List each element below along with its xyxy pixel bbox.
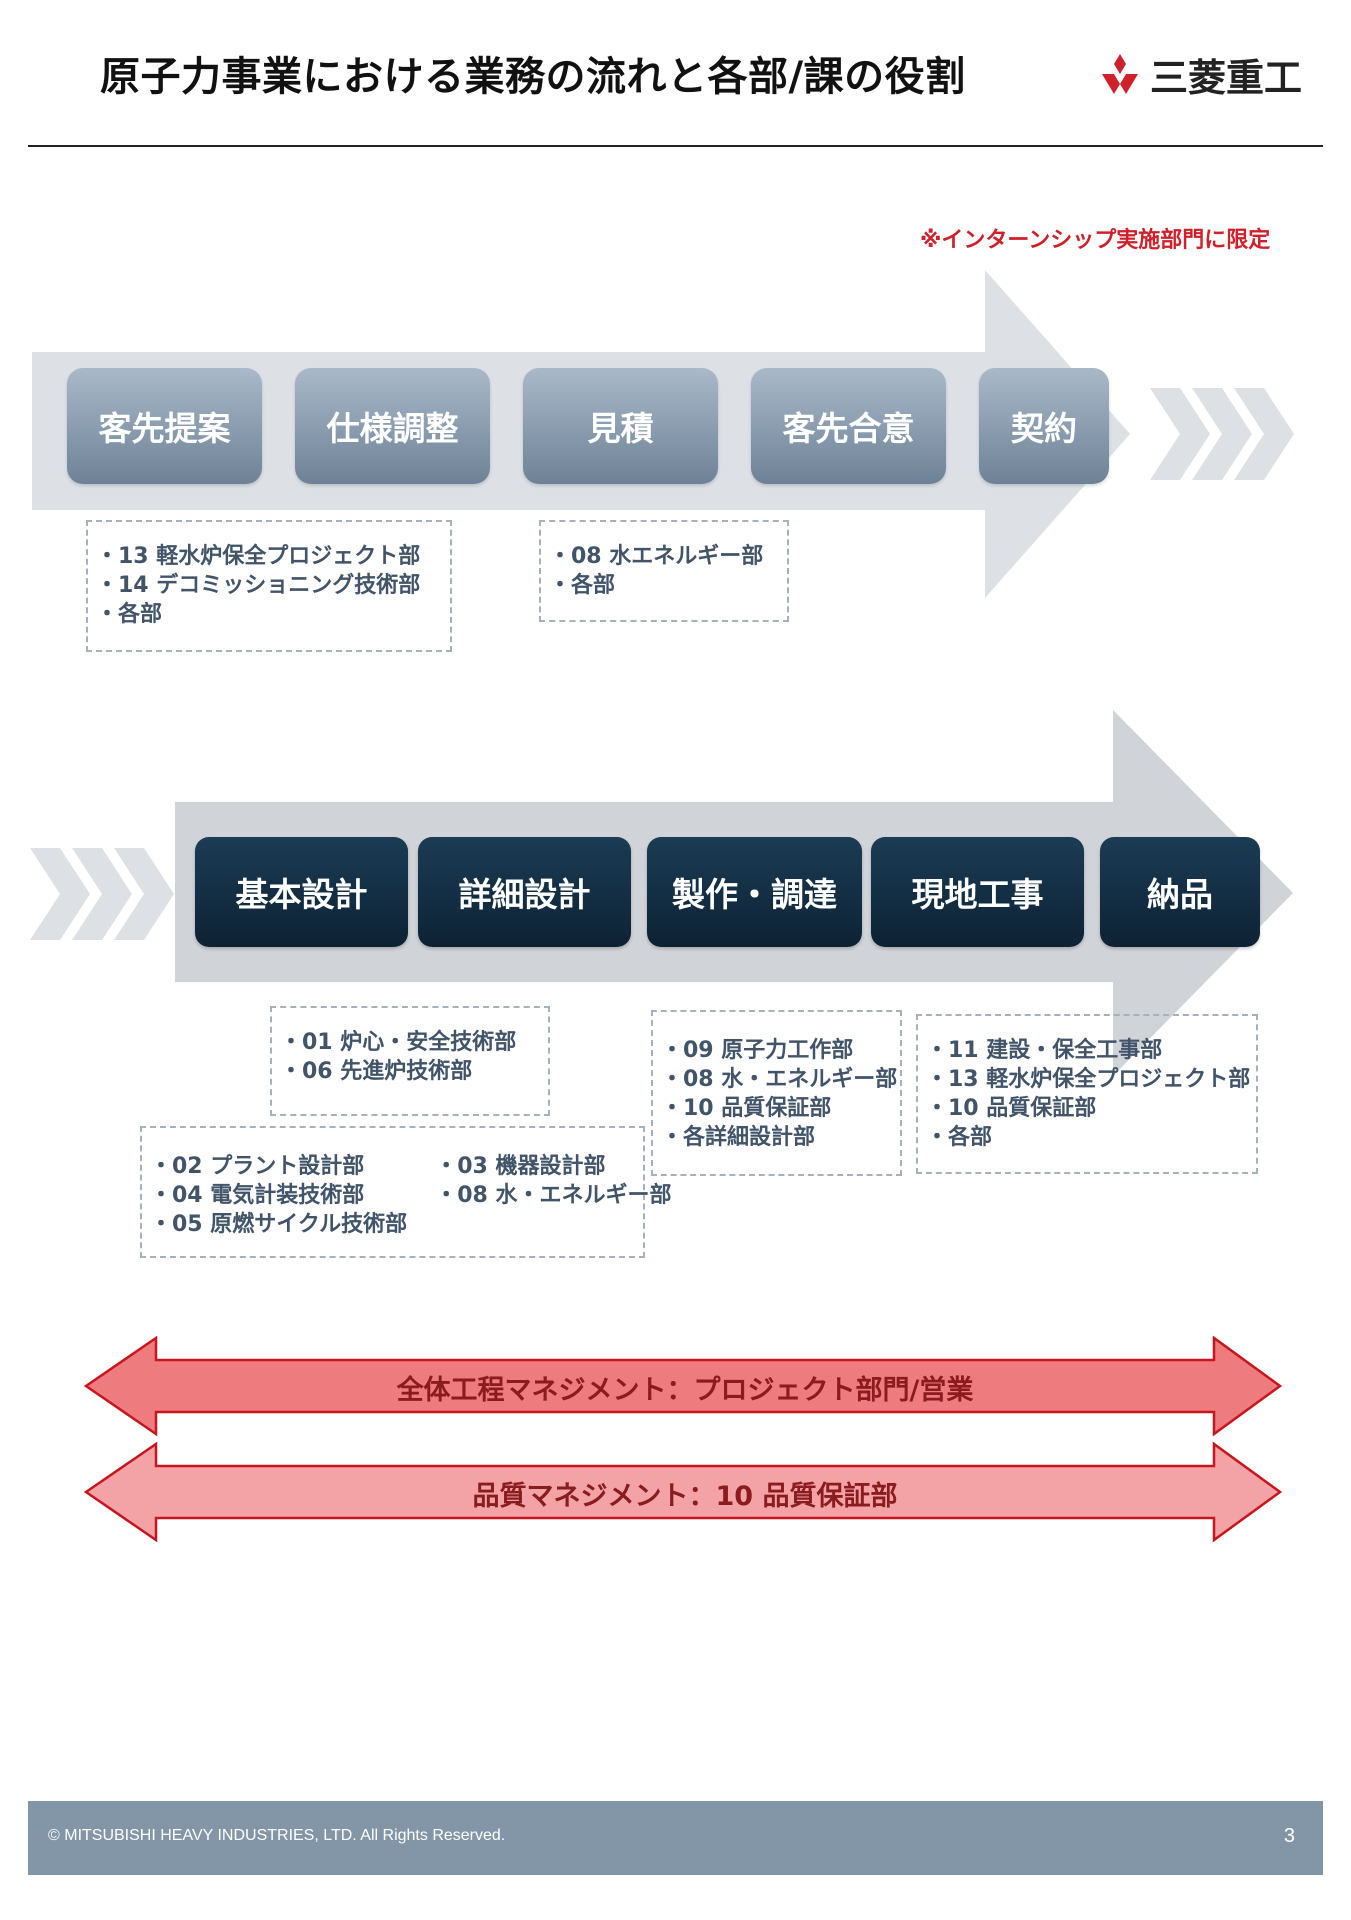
step-customer-agreement: 客先合意 [751,368,946,484]
step-contract: 契約 [979,368,1109,484]
note-box-proposal: ・13 軽水炉保全プロジェクト部 ・14 デコミッショニング技術部 ・各部 [86,520,452,652]
step-site-construction: 現地工事 [871,837,1084,947]
upper-chevrons-icon [1150,388,1294,480]
three-diamonds-icon [1102,54,1138,94]
note-line: ・09 原子力工作部 [661,1038,854,1063]
company-logo: 三菱重工 [1098,48,1302,100]
note-box-manufacturing: ・09 原子力工作部 ・08 水・エネルギー部 ・10 品質保証部 ・各詳細設計… [651,1010,902,1176]
footer: © MITSUBISHI HEAVY INDUSTRIES, LTD. All … [28,1801,1323,1875]
note-line: ・06 先進炉技術部 [280,1059,473,1084]
step-spec-adjustment: 仕様調整 [295,368,490,484]
note-box-site-construction: ・11 建設・保全工事部 ・13 軽水炉保全プロジェクト部 ・10 品質保証部 … [916,1014,1258,1174]
quality-management-label: 品質マネジメント：10 品質保証部 [472,1481,898,1512]
note-line: ・各部 [549,573,616,598]
step-detailed-design: 詳細設計 [418,837,631,947]
note-line: ・各詳細設計部 [661,1125,816,1150]
header-divider [28,145,1323,147]
copyright-text: © MITSUBISHI HEAVY INDUSTRIES, LTD. All … [48,1827,506,1844]
schedule-management-label: 全体工程マネジメント：プロジェクト部門/営業 [396,1375,974,1406]
note-box-basic-design: ・01 炉心・安全技術部 ・06 先進炉技術部 [270,1006,550,1116]
note-box-design-departments: ・02 プラント設計部 ・04 電気計装技術部 ・05 原燃サイクル技術部 ・0… [140,1126,671,1258]
note-line: ・08 水・エネルギー部 [435,1183,672,1208]
note-line: ・13 軽水炉保全プロジェクト部 [96,544,421,569]
note-box-estimate: ・08 水エネルギー部 ・各部 [539,520,789,622]
step-delivery: 納品 [1100,837,1260,947]
note-line: ・各部 [96,602,163,627]
page-number: 3 [1283,1825,1295,1847]
note-line: ・14 デコミッショニング技術部 [96,573,421,598]
lower-chevrons-icon [30,848,174,940]
note-line: ・10 品質保証部 [926,1096,1097,1121]
step-estimate: 見積 [523,368,718,484]
note-line: ・08 水・エネルギー部 [661,1067,898,1092]
quality-management-band [83,1441,1283,1543]
step-customer-proposal: 客先提案 [67,368,262,484]
note-line: ・08 水エネルギー部 [549,544,764,569]
step-manufacturing-procurement: 製作・調達 [647,837,862,947]
step-basic-design: 基本設計 [195,837,408,947]
logo-text: 三菱重工 [1150,55,1303,100]
note-line: ・各部 [926,1125,993,1150]
note-line: ・02 プラント設計部 [150,1154,365,1179]
note-line: ・03 機器設計部 [435,1154,606,1179]
note-line: ・01 炉心・安全技術部 [280,1030,517,1055]
note-line: ・10 品質保証部 [661,1096,832,1121]
note-line: ・05 原燃サイクル技術部 [150,1212,408,1237]
note-line: ・13 軽水炉保全プロジェクト部 [926,1067,1251,1092]
page-title: 原子力事業における業務の流れと各部/課の役割 [100,54,966,100]
internship-note: ※インターンシップ実施部門に限定 [920,228,1271,253]
note-line: ・04 電気計装技術部 [150,1183,365,1208]
note-line: ・11 建設・保全工事部 [926,1038,1163,1063]
schedule-management-band [83,1335,1283,1437]
